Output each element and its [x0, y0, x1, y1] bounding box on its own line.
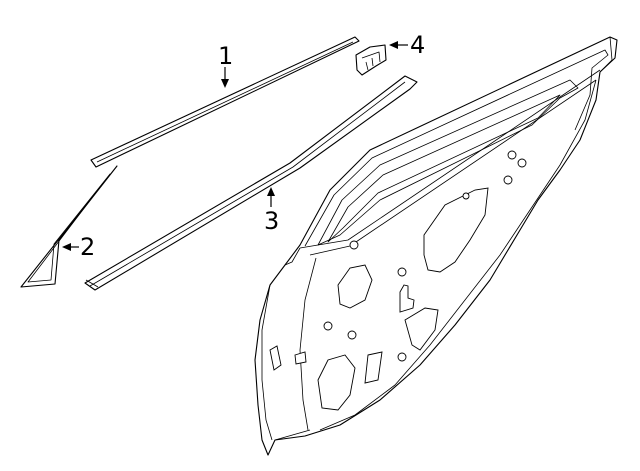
callout-3-label: 3	[264, 207, 279, 235]
callout-1-arrow	[221, 79, 229, 88]
callout-3: 3	[264, 187, 279, 235]
callout-3-arrow	[267, 187, 275, 196]
callout-2: 2	[62, 233, 95, 261]
callout-1-label: 1	[218, 42, 233, 70]
part-1-upper-molding	[90, 36, 360, 168]
callout-2-arrow	[62, 243, 71, 251]
callout-4-label: 4	[410, 31, 425, 59]
callout-1: 1	[218, 42, 233, 88]
part-4-clip	[355, 44, 387, 76]
callout-2-label: 2	[80, 233, 95, 261]
callout-4: 4	[389, 31, 425, 59]
part-3-belt-molding	[84, 75, 418, 291]
callout-4-arrow	[389, 41, 398, 49]
part-2-triangular-trim	[20, 165, 118, 288]
rear-door-assembly	[254, 36, 618, 456]
